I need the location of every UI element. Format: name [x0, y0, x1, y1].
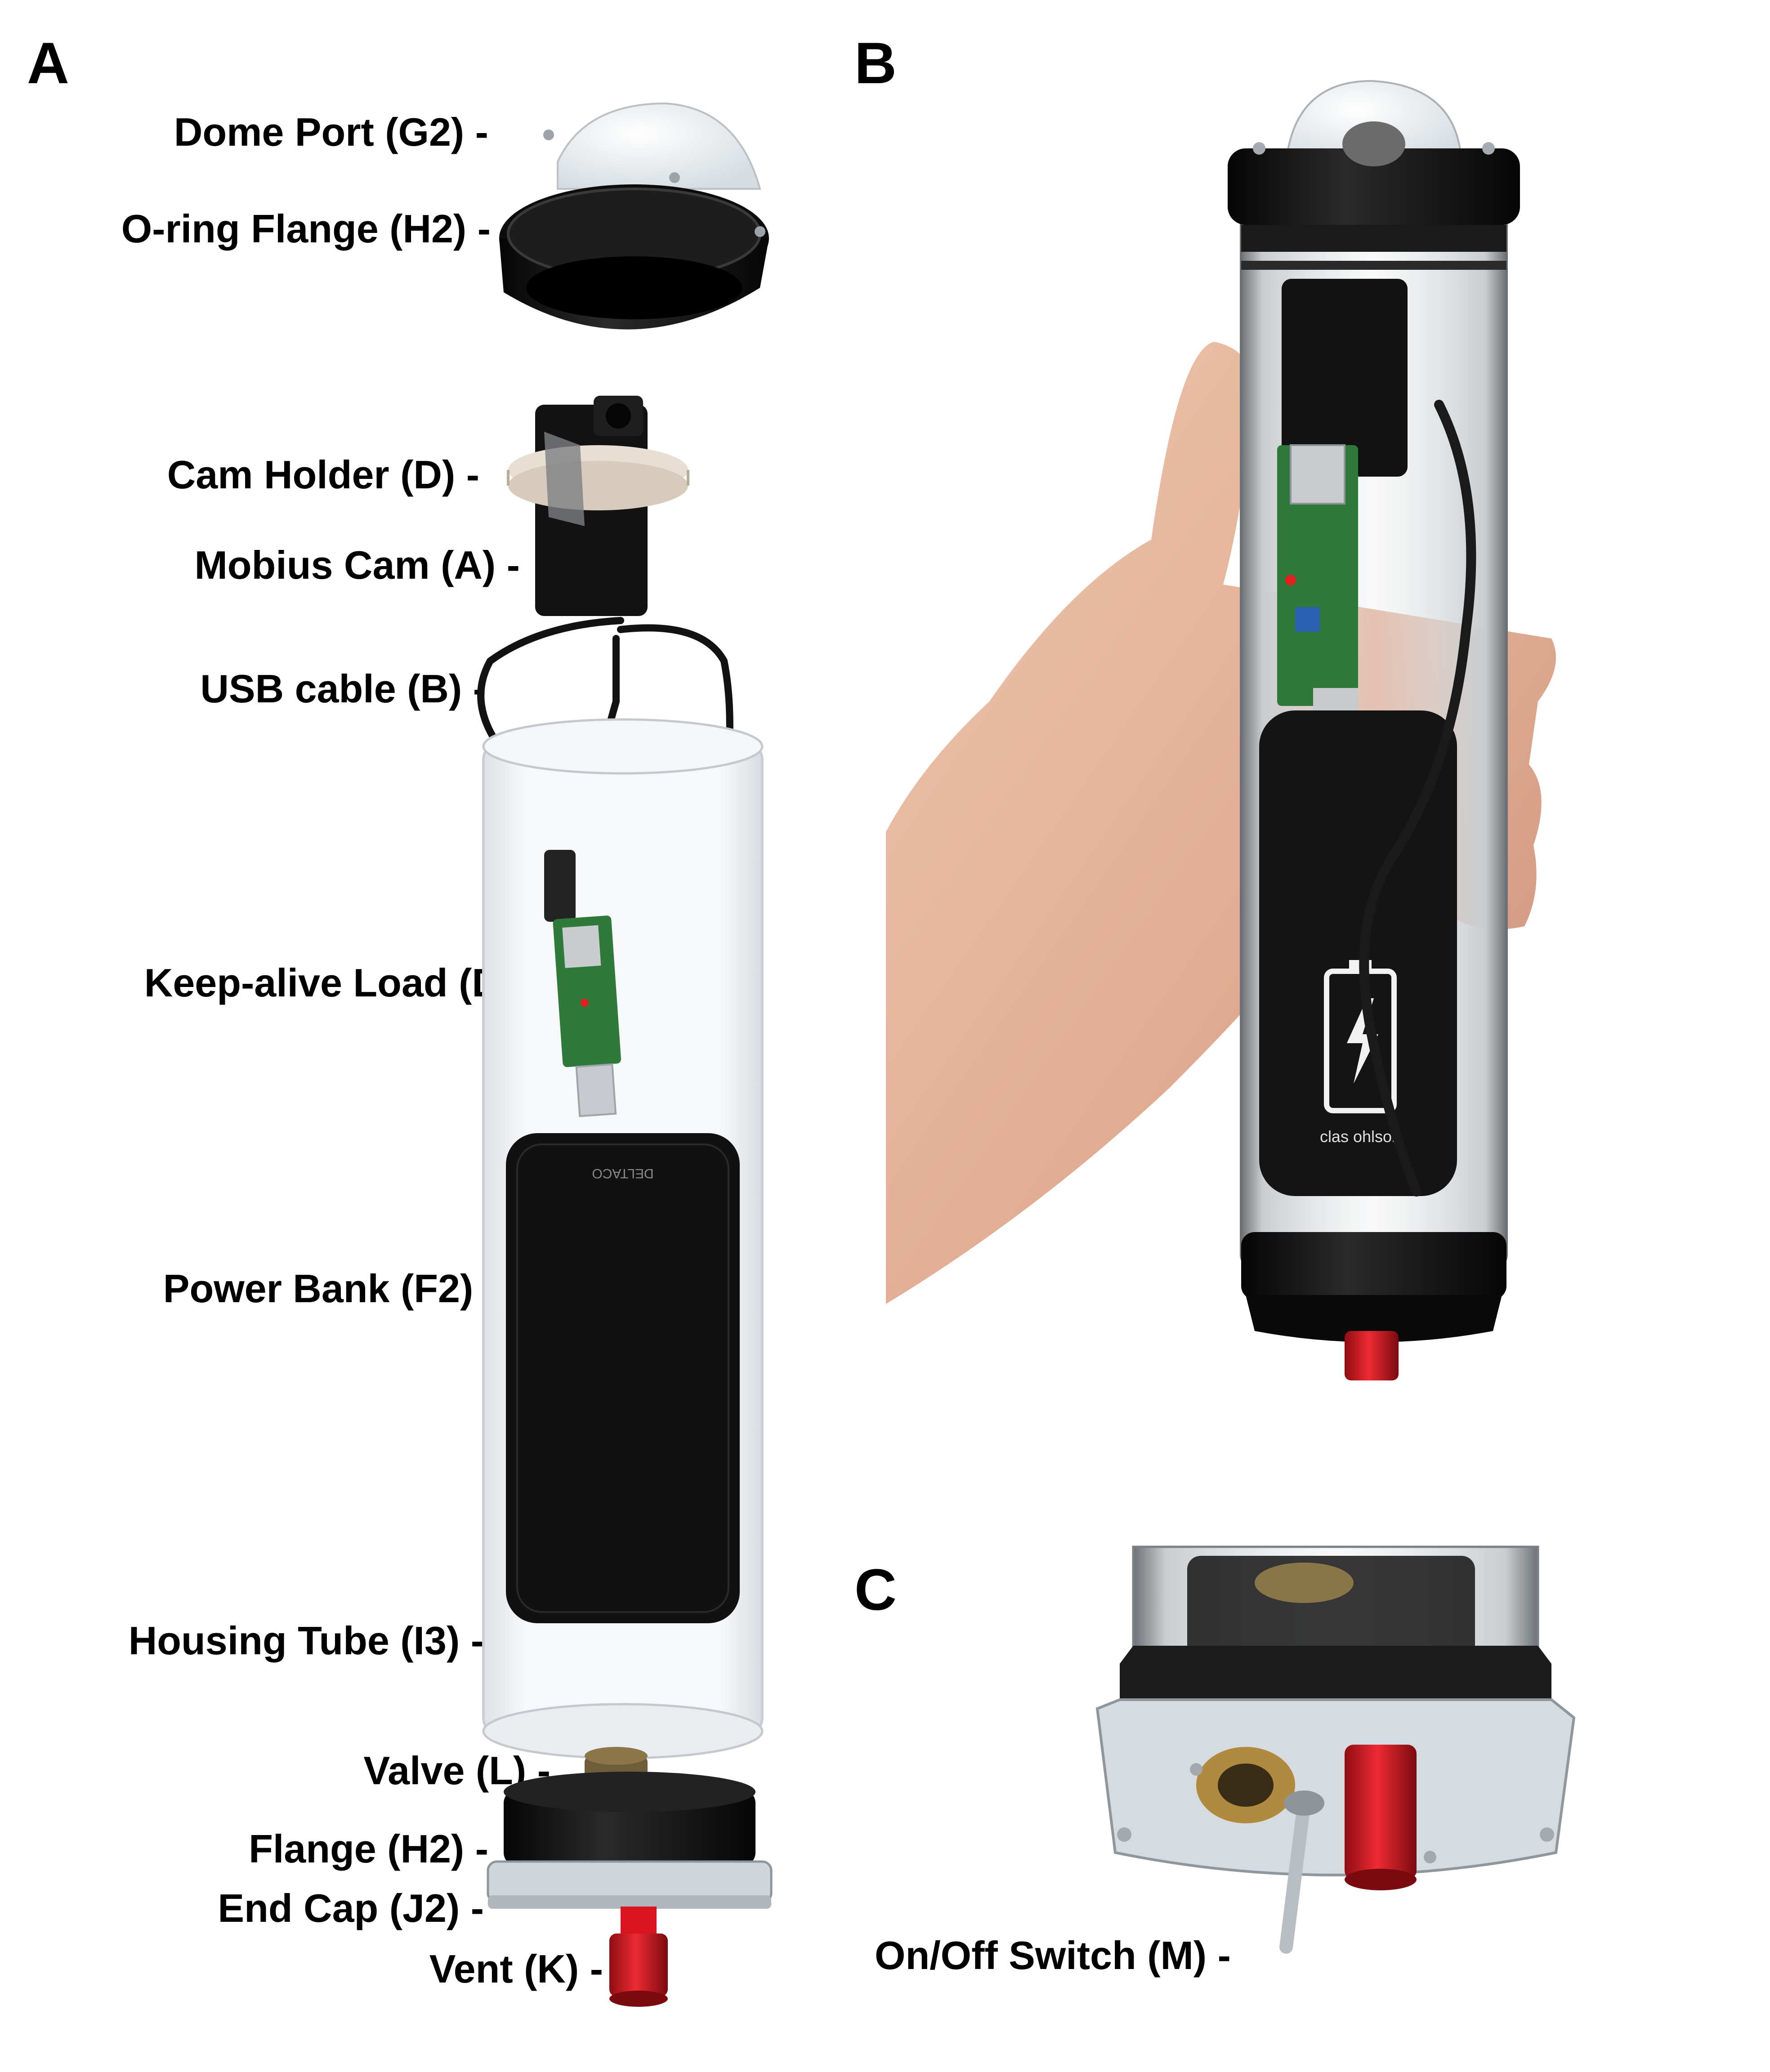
b-pcb-part: [1277, 444, 1358, 737]
dome-port-part: [499, 102, 769, 330]
on-off-switch-part: [1279, 1796, 1311, 1954]
power-bank-part: DELTACO: [506, 1133, 740, 1623]
label-usb-cable: USB cable (B) -: [200, 666, 486, 711]
label-oring-flange: O-ring Flange (H2) -: [121, 206, 491, 251]
keep-alive-load-part: [544, 850, 621, 1117]
panel-c-photo: [1095, 1545, 1576, 1954]
label-housing-tube: Housing Tube (I3) -: [128, 1618, 484, 1663]
label-dome-port: Dome Port (G2) -: [174, 110, 488, 154]
panel-letter-a: A: [27, 30, 69, 96]
b-cable-part: [1359, 400, 1476, 1197]
label-flange: Flange (H2) -: [249, 1826, 488, 1871]
panel-b-photo: clas ohlson: [886, 80, 1556, 1380]
panel-a-photo: DELTACO: [477, 102, 773, 2007]
label-vent: Vent (K) -: [429, 1947, 603, 1991]
label-mobius-cam: Mobius Cam (A) -: [194, 543, 520, 587]
hand-part: [886, 342, 1556, 1304]
battery-brand: clas ohlson: [1320, 1127, 1401, 1146]
power-bank-brand: DELTACO: [592, 1166, 653, 1181]
label-cam-holder: Cam Holder (D) -: [167, 452, 479, 497]
end-assembly-part: [487, 1747, 773, 2007]
label-keep-alive-load: Keep-alive Load (D) -: [144, 960, 538, 1005]
label-end-cap: End Cap (J2) -: [218, 1886, 484, 1930]
label-power-bank: Power Bank (F2) -: [163, 1266, 497, 1311]
panel-letter-b: B: [854, 30, 897, 96]
panel-letter-c: C: [854, 1557, 897, 1622]
cam-holder-part: [507, 432, 689, 526]
label-on-off-switch: On/Off Switch (M) -: [875, 1933, 1231, 1978]
